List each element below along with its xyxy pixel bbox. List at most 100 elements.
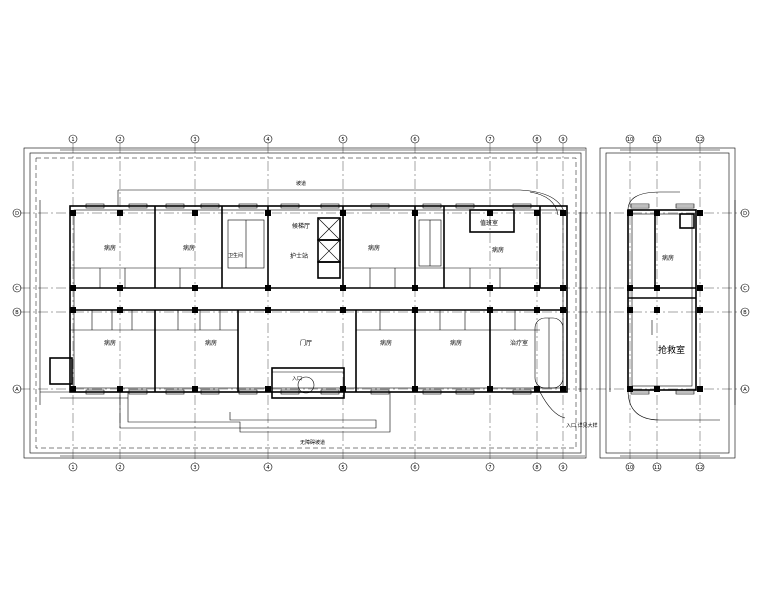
windows [85,203,695,395]
axis-bubble-3: 3 [190,462,200,472]
window [455,389,475,395]
svg-text:12: 12 [697,465,703,471]
axis-bubble-4: 4 [263,134,273,144]
svg-text:6: 6 [413,465,416,471]
axis-bubble-2: 2 [115,134,125,144]
column [627,386,633,392]
axis-bubble-4: 4 [263,462,273,472]
column [487,285,493,291]
column [412,386,418,392]
svg-text:2: 2 [118,137,121,143]
axis-bubble-10: 10 [625,462,635,472]
room-label: 病房 [183,244,195,252]
axis-bubble-D: D [740,208,750,218]
axis-bubble-11: 11 [652,134,662,144]
column [192,285,198,291]
window [370,389,390,395]
window [280,389,300,395]
window [675,389,695,395]
column [654,386,660,392]
svg-text:3: 3 [193,137,196,143]
column [265,307,271,313]
column [534,386,540,392]
window [238,389,258,395]
axis-bubble-6: 6 [410,462,420,472]
window [422,203,442,209]
room-label: 病房 [450,339,462,347]
column [70,307,76,313]
svg-text:D: D [15,211,19,217]
svg-text:C: C [743,286,747,292]
svg-text:9: 9 [561,137,564,143]
axis-bubble-A: A [12,384,22,394]
column [697,210,703,216]
window [422,389,442,395]
svg-text:10: 10 [627,465,633,471]
room-label: 卫生间 [228,252,243,259]
column [70,285,76,291]
column [265,386,271,392]
axis-bubble-8: 8 [532,134,542,144]
window [455,203,475,209]
axis-bubble-5: 5 [338,462,348,472]
window [630,389,650,395]
axis-bubble-5: 5 [338,134,348,144]
column [627,285,633,291]
column [654,285,660,291]
note-label: 入口 详见大样 [566,422,598,429]
svg-text:8: 8 [535,465,538,471]
column [654,210,660,216]
column [340,210,346,216]
window [320,203,340,209]
column [627,210,633,216]
axis-bubble-B: B [740,307,750,317]
column [340,386,346,392]
structural-columns [70,210,703,392]
window [320,389,340,395]
column [412,307,418,313]
axis-bubble-7: 7 [485,134,495,144]
svg-text:11: 11 [654,465,660,471]
column [560,285,566,291]
svg-text:A: A [743,387,747,393]
svg-text:4: 4 [266,137,269,143]
room-label: 抢救室 [658,344,685,356]
column [534,307,540,313]
room-label: 入口 [292,376,302,382]
window [165,203,185,209]
column [192,307,198,313]
room-label: 护士站 [290,252,308,260]
axis-bubble-12: 12 [695,134,705,144]
column [117,285,123,291]
svg-text:10: 10 [627,137,633,143]
column [117,307,123,313]
window [512,389,532,395]
column [192,210,198,216]
column [70,210,76,216]
room-label: 病房 [205,339,217,347]
axis-bubble-11: 11 [652,462,662,472]
axis-bubble-1: 1 [68,134,78,144]
axis-bubble-12: 12 [695,462,705,472]
svg-text:7: 7 [488,465,491,471]
axis-bubble-1: 1 [68,462,78,472]
svg-text:5: 5 [341,137,344,143]
window [200,389,220,395]
column [697,285,703,291]
axis-bubble-2: 2 [115,462,125,472]
room-label: 病房 [368,244,380,252]
column [627,307,633,313]
column [117,210,123,216]
side-building-walls [609,191,720,421]
svg-text:11: 11 [654,137,660,143]
room-label: 病房 [492,246,504,254]
note-label: 无障碍坡道 [300,439,325,446]
column [697,386,703,392]
axis-bubble-8: 8 [532,462,542,472]
column [340,307,346,313]
column [560,307,566,313]
axis-bubble-6: 6 [410,134,420,144]
window [370,203,390,209]
column [70,386,76,392]
